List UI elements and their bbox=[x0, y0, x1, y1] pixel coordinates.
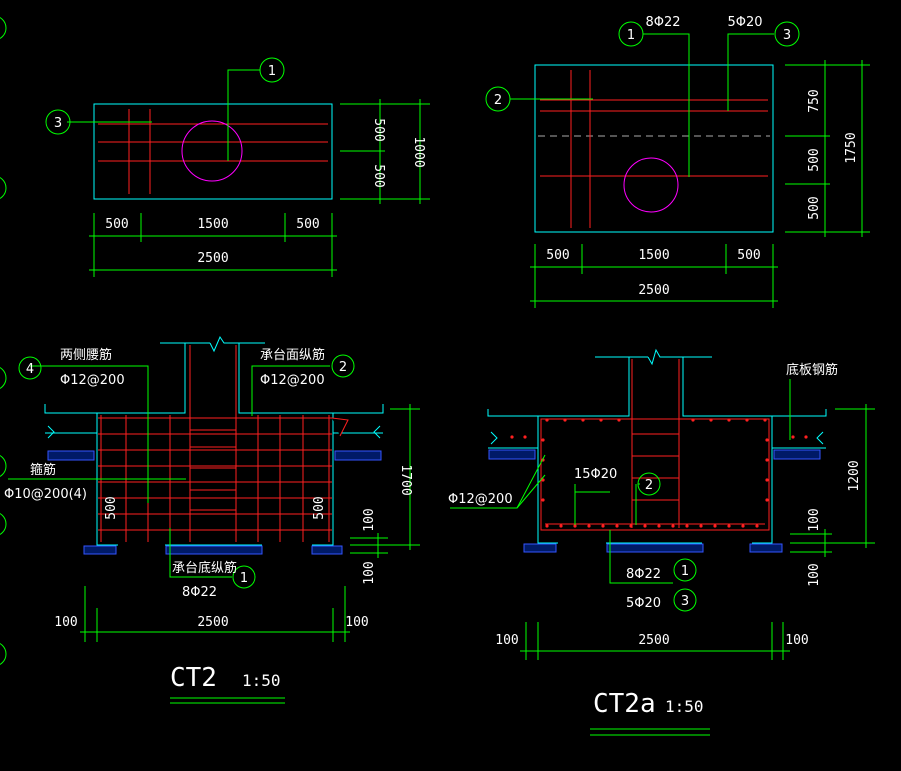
ct2-plan-dim-500-left: 500 bbox=[105, 217, 128, 232]
ct2a-sec-bubble-1-text: 1 bbox=[681, 564, 689, 579]
ct2-plan-dim-1000: 1000 bbox=[411, 136, 426, 167]
ct2-sec-dim-100-right: 100 bbox=[345, 615, 368, 630]
ct2a-sec-dim-100-a: 100 bbox=[807, 508, 822, 531]
ct2-plan-dim-500-right: 500 bbox=[296, 217, 319, 232]
ct2-sec-dim-500-left: 500 bbox=[104, 496, 119, 519]
ct2a-section: 底板钢筋 15Φ20 2 Φ12@200 1200 100 100 8Φ22 1… bbox=[448, 348, 875, 736]
ct2-sec-dim-100-a: 100 bbox=[362, 508, 377, 531]
ct2-sec-label-top-spec: Φ12@200 bbox=[260, 373, 325, 388]
ct2-sec-label-bottom: 承台底纵筋 bbox=[172, 560, 237, 576]
ct2-sec-bubble-1 bbox=[232, 565, 256, 589]
ct2-plan-bubble-1 bbox=[259, 57, 285, 83]
ct2-sec-label-stirrup-spec: Φ10@200(4) bbox=[4, 487, 87, 502]
ct2-scale: 1:50 bbox=[242, 671, 281, 690]
ct2a-plan-dim-750: 750 bbox=[807, 89, 822, 112]
left-edge-bubbles bbox=[0, 17, 7, 665]
ct2-sec-bubble-2-text: 2 bbox=[339, 360, 347, 375]
ct2-sec-dim-500-right: 500 bbox=[312, 496, 327, 519]
ct2a-plan-bubble-2-text: 2 bbox=[494, 93, 502, 108]
ct2-sec-label-stirrup: 箍筋 bbox=[30, 462, 56, 478]
ct2-sec-label-side: 两侧腰筋 bbox=[60, 347, 112, 363]
ct2a-sec-label-bottom-plate: 底板钢筋 bbox=[786, 362, 838, 378]
ct2a-plan-dim-500-right: 500 bbox=[737, 248, 760, 263]
ct2a-sec-bubble-3 bbox=[673, 588, 697, 612]
ct2a-sec-bubble-2 bbox=[637, 472, 661, 496]
ct2a-plan: 1 2 3 8Φ22 5Φ20 750 500 500 1750 500 150… bbox=[485, 15, 870, 308]
ct2a-plan-bubble-1-text: 1 bbox=[627, 28, 635, 43]
ct2a-sec-dim-100-b: 100 bbox=[807, 563, 822, 586]
ct2-sec-bubble-4-text: 4 bbox=[26, 362, 34, 377]
ct2a-plan-bubble-3-text: 3 bbox=[783, 28, 791, 43]
ct2-sec-dim-2500: 2500 bbox=[197, 615, 228, 630]
ct2a-sec-label-8: 8Φ22 bbox=[626, 567, 661, 582]
ct2a-plan-dim-500-left: 500 bbox=[546, 248, 569, 263]
ct2-plan-dim-500-bottom: 500 bbox=[371, 164, 386, 187]
ct2a-sec-label-side-spec: Φ12@200 bbox=[448, 492, 513, 507]
ct2-sec-dim-100-b: 100 bbox=[362, 561, 377, 584]
ct2a-sec-label-5: 5Φ20 bbox=[626, 596, 661, 611]
ct2-plan-bubble-3-text: 3 bbox=[54, 116, 62, 131]
ct2a-plan-rebar-3: 5Φ20 bbox=[727, 15, 762, 30]
ct2-sec-label-bottom-spec: 8Φ22 bbox=[182, 585, 217, 600]
ct2a-sec-label-15: 15Φ20 bbox=[574, 467, 617, 482]
ct2a-plan-dim-1500: 1500 bbox=[638, 248, 669, 263]
ct2-plan-dim-1500: 1500 bbox=[197, 217, 228, 232]
ct2-plan-dim-2500: 2500 bbox=[197, 251, 228, 266]
ct2a-plan-dim-500-bottom: 500 bbox=[807, 196, 822, 219]
ct2a-sec-bubble-2-text: 2 bbox=[645, 478, 653, 493]
ct2-plan-bubble-3 bbox=[45, 109, 71, 135]
ct2-plan-dim-500-top: 500 bbox=[371, 118, 386, 141]
ct2-plan: 1 3 500 500 1000 500 1500 500 2500 bbox=[45, 57, 430, 277]
ct2-sec-bubble-1-text: 1 bbox=[240, 571, 248, 586]
ct2a-plan-dim-500-mid: 500 bbox=[807, 148, 822, 171]
ct2-section: 两侧腰筋 Φ12@200 4 承台面纵筋 Φ12@200 2 箍筋 Φ10@20… bbox=[4, 335, 420, 704]
ct2a-plan-rebar-1: 8Φ22 bbox=[645, 15, 680, 30]
ct2a-sec-dim-100-left: 100 bbox=[495, 633, 518, 648]
ct2-title: CT2 bbox=[170, 663, 217, 693]
ct2a-sec-bubble-3-text: 3 bbox=[681, 594, 689, 609]
ct2a-rebar-dots bbox=[510, 418, 808, 528]
ct2-sec-dim-1700: 1700 bbox=[398, 464, 413, 495]
ct2a-sec-dim-100-right: 100 bbox=[785, 633, 808, 648]
ct2a-sec-dim-2500: 2500 bbox=[638, 633, 669, 648]
ct2a-scale: 1:50 bbox=[665, 697, 704, 716]
ct2a-plan-dim-1750: 1750 bbox=[844, 132, 859, 163]
ct2-sec-label-side-spec: Φ12@200 bbox=[60, 373, 125, 388]
ct2-sec-bubble-4 bbox=[18, 356, 42, 380]
ct2a-plan-dim-2500: 2500 bbox=[638, 283, 669, 298]
ct2a-sec-dim-1200: 1200 bbox=[847, 460, 862, 491]
ct2-sec-bubble-2 bbox=[331, 354, 355, 378]
ct2a-sec-bubble-1 bbox=[673, 558, 697, 582]
ct2-plan-bubble-1-text: 1 bbox=[268, 64, 276, 79]
ct2-sec-label-top: 承台面纵筋 bbox=[260, 347, 325, 363]
ct2-sec-dim-100-left: 100 bbox=[54, 615, 77, 630]
ct2a-title: CT2a bbox=[593, 689, 656, 719]
